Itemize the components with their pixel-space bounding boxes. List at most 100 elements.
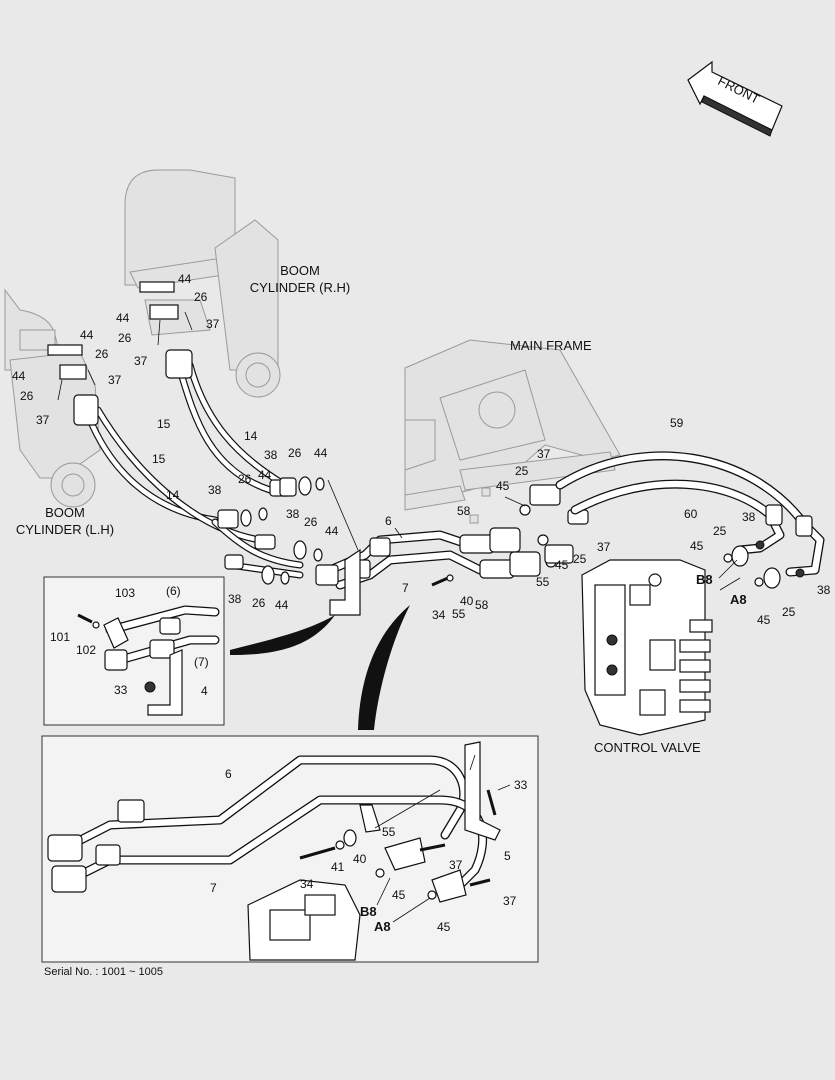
callout-5: 5	[504, 849, 511, 863]
callout-14: 14	[166, 488, 180, 502]
callout-37: 37	[537, 447, 551, 461]
callout-40: 40	[460, 594, 474, 608]
callout-45: 45	[555, 558, 569, 572]
callout-44: 44	[116, 311, 130, 325]
callout-4: 4	[201, 684, 208, 698]
callout-103: 103	[115, 586, 135, 600]
detail-pointer-2	[358, 605, 410, 730]
callout-45: 45	[496, 479, 510, 493]
callout-101: 101	[50, 630, 70, 644]
callout-44: 44	[80, 328, 94, 342]
callout-45: 45	[392, 888, 406, 902]
callout-37: 37	[36, 413, 50, 427]
callout-58: 58	[457, 504, 471, 518]
central-fittings	[217, 476, 325, 585]
callout-55: 55	[452, 607, 466, 621]
callout-38: 38	[208, 483, 222, 497]
hose-15-14-group	[73, 349, 304, 579]
leader-lines	[327, 479, 741, 923]
main-frame-drawing	[404, 339, 621, 524]
callout-44: 44	[325, 524, 339, 538]
callout-6-ref: (6)	[166, 584, 181, 598]
fitting-58-55	[459, 484, 589, 579]
boom-cylinder-lh-drawing	[4, 288, 101, 508]
callout-45: 45	[757, 613, 771, 627]
control-valve-drawing	[581, 559, 713, 736]
callout-33: 33	[514, 778, 528, 792]
callout-45: 45	[690, 539, 704, 553]
callout-7: 7	[402, 581, 409, 595]
callout-26: 26	[20, 389, 34, 403]
callout-15: 15	[157, 417, 171, 431]
hose-59-60	[555, 451, 825, 589]
boom-lh-title-2: CYLINDER (L.H)	[16, 522, 114, 537]
callout-26: 26	[194, 290, 208, 304]
callout-b8: B8	[360, 904, 377, 919]
callout-26: 26	[304, 515, 318, 529]
callout-15: 15	[152, 452, 166, 466]
callout-38: 38	[742, 510, 756, 524]
callout-44: 44	[314, 446, 328, 460]
callout-a8: A8	[374, 919, 391, 934]
callout-60: 60	[684, 507, 698, 521]
pipe-6-7-main	[315, 530, 485, 616]
bolt-34-40	[431, 574, 454, 587]
callout-45: 45	[437, 920, 451, 934]
detail-pointer-1	[230, 615, 335, 655]
callout-26: 26	[118, 331, 132, 345]
callout-37: 37	[206, 317, 220, 331]
callout-55: 55	[382, 825, 396, 839]
callout-14: 14	[244, 429, 258, 443]
callout-102: 102	[76, 643, 96, 657]
callout-6: 6	[225, 767, 232, 781]
callout-38: 38	[228, 592, 242, 606]
control-valve-title: CONTROL VALVE	[594, 740, 701, 755]
boom-rh-title-2: CYLINDER (R.H)	[250, 280, 350, 295]
callout-34: 34	[300, 877, 314, 891]
serial-number: Serial No. : 1001 ~ 1005	[44, 966, 163, 978]
front-arrow-icon: FRONT	[687, 60, 783, 137]
boom-lh-title-1: BOOM	[45, 505, 85, 520]
callout-26: 26	[238, 472, 252, 486]
callout-a8: A8	[730, 592, 747, 607]
callout-25: 25	[713, 524, 727, 538]
callout-26: 26	[95, 347, 109, 361]
callout-26: 26	[288, 446, 302, 460]
callout-7-ref: (7)	[194, 655, 209, 669]
detail-box-pipes	[41, 735, 539, 963]
callout-25: 25	[515, 464, 529, 478]
callout-38: 38	[817, 583, 831, 597]
callout-38: 38	[264, 448, 278, 462]
callout-37: 37	[503, 894, 517, 908]
callout-59: 59	[670, 416, 684, 430]
callout-7: 7	[210, 881, 217, 895]
callout-40: 40	[353, 852, 367, 866]
valve-ports	[639, 619, 713, 716]
callout-37: 37	[449, 858, 463, 872]
callout-33: 33	[114, 683, 128, 697]
callout-37: 37	[108, 373, 122, 387]
callout-38: 38	[286, 507, 300, 521]
callout-34: 34	[432, 608, 446, 622]
callout-6: 6	[385, 514, 392, 528]
callout-55: 55	[536, 575, 550, 589]
callout-b8: B8	[696, 572, 713, 587]
callout-25: 25	[573, 552, 587, 566]
callout-37: 37	[134, 354, 148, 368]
callout-44: 44	[275, 598, 289, 612]
callout-25: 25	[782, 605, 796, 619]
main-frame-title: MAIN FRAME	[510, 338, 592, 353]
callout-44: 44	[258, 468, 272, 482]
boom-rh-title-1: BOOM	[280, 263, 320, 278]
detail-box-bracket-4	[43, 576, 225, 726]
callout-44: 44	[12, 369, 26, 383]
boom-cylinder-rh-drawing	[124, 169, 281, 398]
cylinder-flange-fittings	[47, 281, 193, 401]
callout-44: 44	[178, 272, 192, 286]
callout-labels: 44 26 44 37 26 44 37 26 44 37 26 37 15 1…	[12, 272, 831, 934]
callout-26: 26	[252, 596, 266, 610]
callout-58: 58	[475, 598, 489, 612]
callout-37: 37	[597, 540, 611, 554]
